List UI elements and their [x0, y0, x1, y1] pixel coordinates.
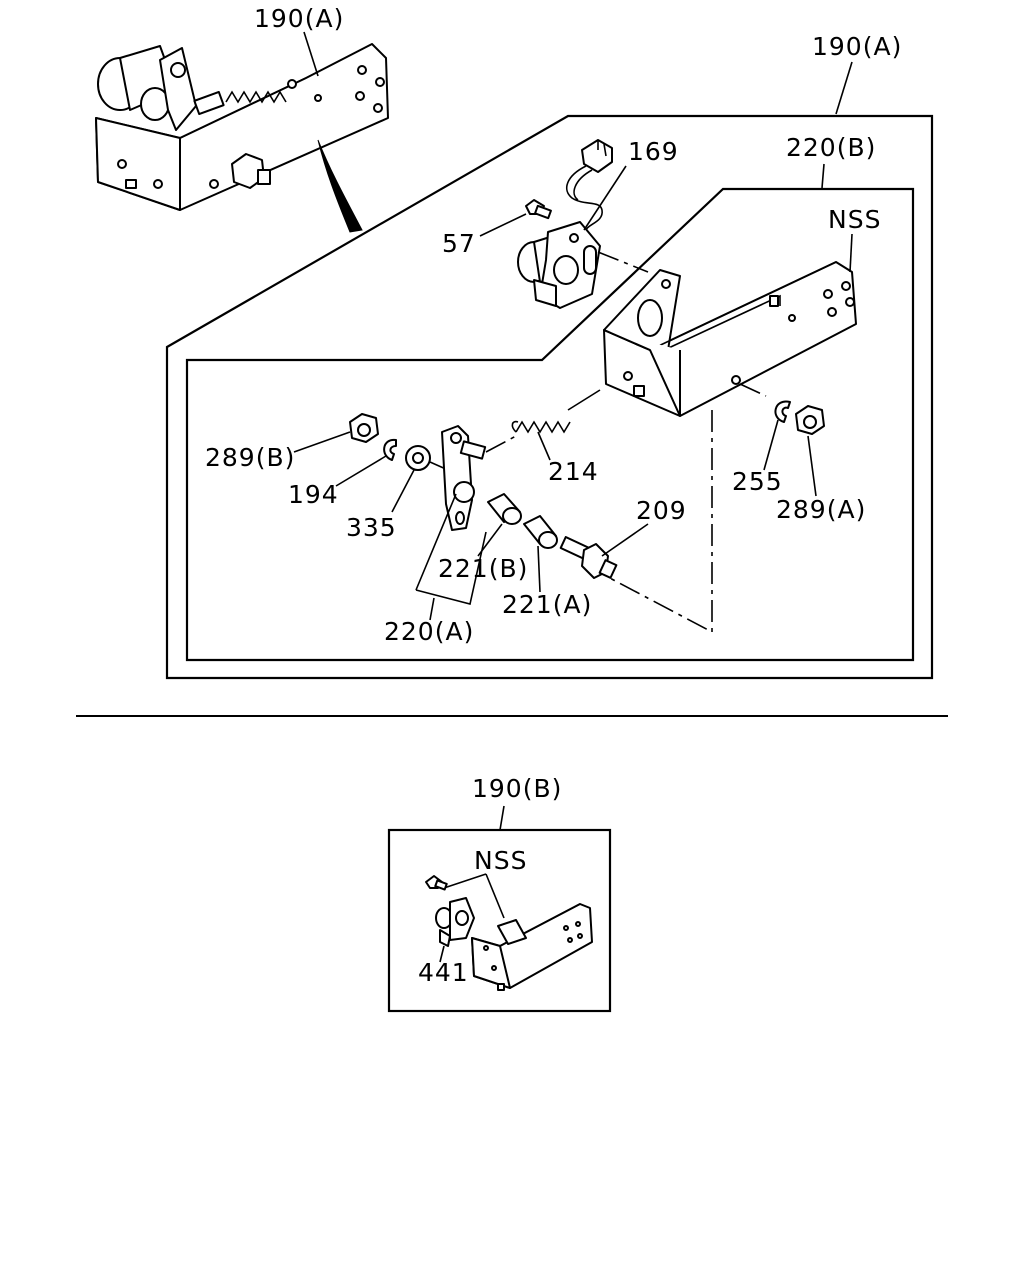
- bracket-nss: [603, 261, 857, 417]
- label-nss-bracket: NSS: [828, 205, 881, 234]
- callout-255: 255: [732, 467, 783, 496]
- sensor-169: [517, 139, 613, 309]
- label-190a-frame: 190(A): [812, 32, 902, 61]
- nut-289a: [795, 405, 825, 435]
- callout-169: 169: [628, 137, 679, 166]
- washer-335: [405, 445, 431, 471]
- callout-221a: 221(A): [502, 590, 592, 619]
- callout-209: 209: [636, 496, 687, 525]
- label-220b-frame: 220(B): [786, 133, 876, 162]
- clip-255: [774, 400, 791, 423]
- assembly-190b: [425, 875, 593, 991]
- clip-194: [383, 438, 397, 461]
- label-190a-overview: 190(A): [254, 4, 344, 33]
- bushing-221a: [523, 515, 558, 549]
- bolt-209: [559, 536, 618, 579]
- label-nss-bottom: NSS: [474, 846, 527, 875]
- callout-57: 57: [442, 229, 476, 258]
- callout-441: 441: [418, 958, 469, 987]
- frame-220b: [185, 187, 915, 662]
- callout-194: 194: [288, 480, 339, 509]
- callout-220a: 220(A): [384, 617, 474, 646]
- frame-190a: [165, 114, 934, 680]
- label-190b: 190(B): [472, 774, 562, 803]
- callout-221b: 221(B): [438, 554, 528, 583]
- frame-190b: [387, 828, 612, 1013]
- spring-214: [511, 389, 601, 434]
- callout-289a: 289(A): [776, 495, 866, 524]
- bushing-221b: [487, 493, 522, 525]
- lever-220a: [441, 425, 487, 531]
- callout-214: 214: [548, 457, 599, 486]
- callout-289b: 289(B): [205, 443, 295, 472]
- callout-335: 335: [346, 513, 397, 542]
- overview-assembly: [95, 43, 389, 233]
- screw-57: [525, 199, 552, 220]
- nut-289b: [349, 413, 379, 443]
